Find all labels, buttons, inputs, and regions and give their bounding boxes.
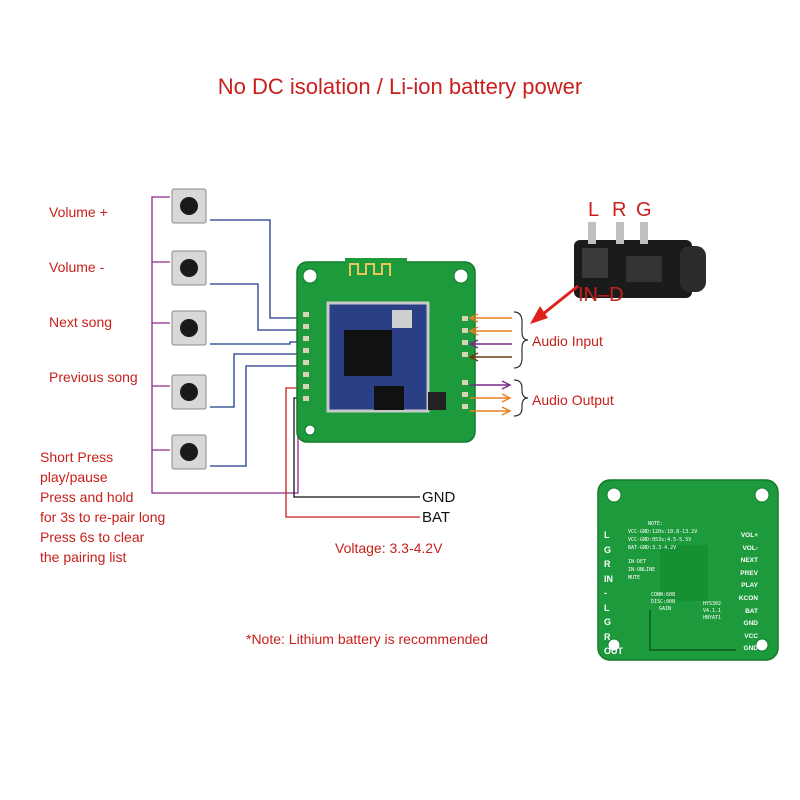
next-song-label: Next song [49, 314, 113, 330]
back-silkscreen-model: HYS302 V4.1.1 HNYAT1 [703, 601, 722, 621]
battery-note: *Note: Lithium battery is recommended [246, 631, 488, 647]
play-pause-label: Short Press play/pause Press and hold fo… [40, 449, 166, 565]
back-silkscreen-conn: CONN:60B DISC:00B GAIN [651, 592, 676, 612]
button-signal-wires [210, 219, 298, 467]
button-common-wire [151, 196, 299, 494]
volume-up-label: Volume + [49, 204, 108, 220]
audio-jack [574, 222, 706, 298]
jack-ground-label: G [636, 199, 652, 221]
tactile-buttons [171, 188, 207, 470]
previous-song-label: Previous song [49, 369, 138, 385]
audio-output-label: Audio Output [532, 392, 614, 408]
jack-left-label: L [588, 199, 600, 221]
back-right-pin-labels: VOL+ VOL- NEXT PREV PLAY KCON BAT GND VC… [738, 532, 758, 653]
power-wires [285, 387, 420, 518]
previous-song-switch [171, 374, 207, 410]
diagram-title: No DC isolation / Li-ion battery power [217, 74, 583, 99]
back-left-pin-labels: L G R IN - L G R OUT [604, 530, 623, 656]
play-pause-switch [171, 434, 207, 470]
back-silkscreen-notes: NOTE: VCC-GND:120s:10.8-13.2V VCC-GND:05… [628, 521, 698, 581]
audio-input-wires [468, 313, 512, 362]
bt-module-back-board [597, 479, 779, 661]
bat-label: BAT [422, 509, 451, 526]
input-brace [513, 311, 529, 369]
audio-input-label: Audio Input [532, 333, 603, 349]
audio-output-wires [470, 380, 512, 416]
volume-down-label: Volume - [49, 259, 105, 275]
output-brace [513, 379, 529, 417]
jack-arrow [537, 284, 579, 320]
next-song-switch [171, 310, 207, 346]
jack-right-label: R [612, 199, 627, 221]
gnd-label: GND [422, 489, 456, 506]
jack-detect-label: IN–D [578, 284, 624, 306]
bt-module-front-board [296, 258, 476, 443]
voltage-label: Voltage: 3.3-4.2V [335, 540, 443, 556]
volume-down-switch [171, 250, 207, 286]
volume-up-switch [171, 188, 207, 224]
